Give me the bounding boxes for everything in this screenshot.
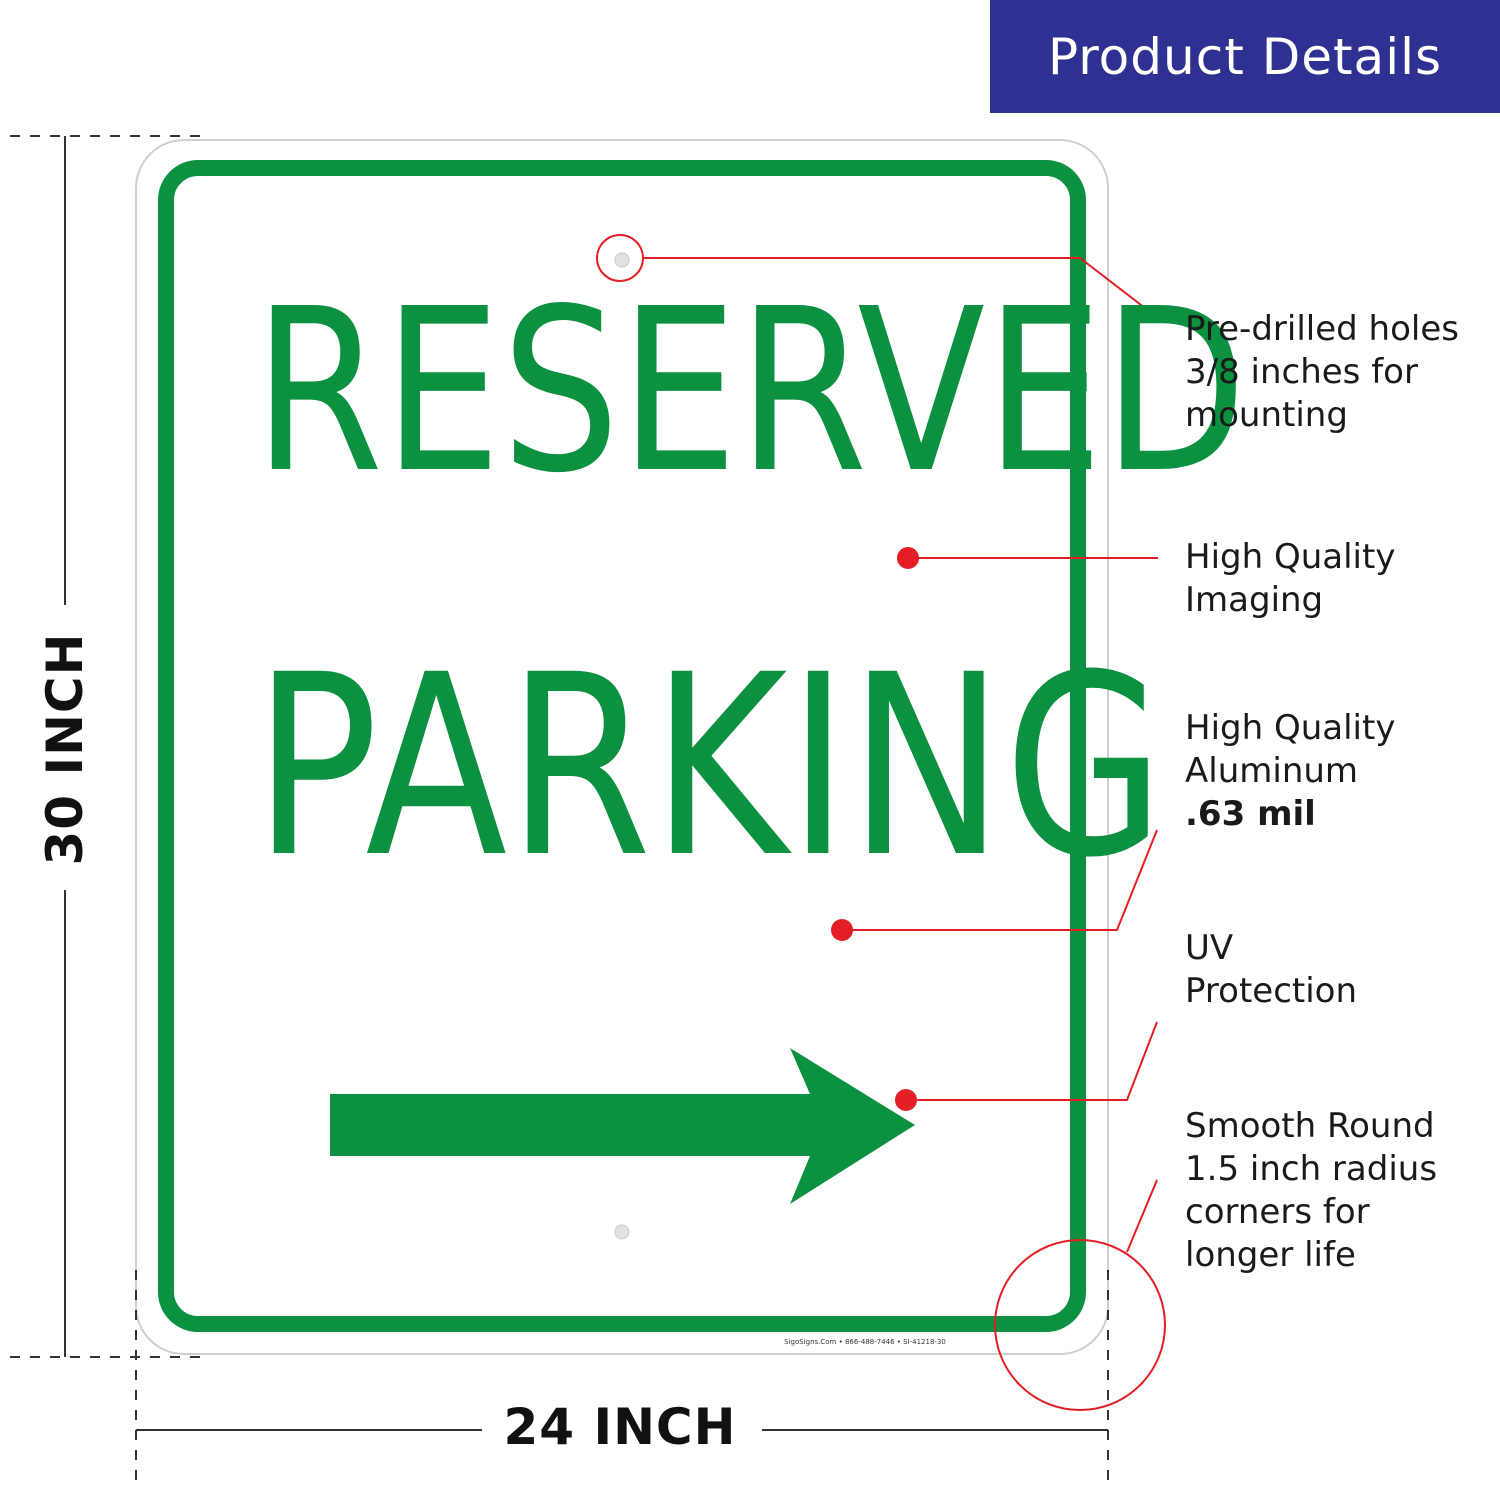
feature-line: mounting: [1185, 395, 1348, 435]
feature-line: Smooth Round: [1185, 1106, 1435, 1146]
feature-line: High Quality: [1185, 708, 1396, 748]
feature-line: corners for: [1185, 1192, 1370, 1232]
feature-line: Protection: [1185, 971, 1358, 1011]
feature-line: 3/8 inches for: [1185, 352, 1418, 392]
right-arrow-icon: [330, 1048, 915, 1204]
sign-line-reserved: RESERVED: [253, 261, 1247, 523]
sign-board: [135, 139, 1109, 1355]
feature-high-quality-imaging: High Quality Imaging: [1185, 536, 1500, 622]
feature-line: Pre-drilled holes: [1185, 309, 1459, 349]
bottom-mounting-hole: [614, 1224, 630, 1240]
feature-line: High Quality: [1185, 537, 1396, 577]
feature-line: 1.5 inch radius: [1185, 1149, 1438, 1189]
top-mounting-hole: [614, 252, 630, 268]
dimension-lines: [10, 135, 1109, 1490]
callout-dots: [831, 547, 919, 1111]
product-details-banner: Product Details: [990, 0, 1500, 113]
feature-rounded-corners: Smooth Round 1.5 inch radius corners for…: [1185, 1105, 1500, 1277]
feature-line: Aluminum: [1185, 751, 1359, 791]
sign-line-parking: PARKING: [253, 621, 1165, 912]
feature-line: Imaging: [1185, 580, 1324, 620]
feature-uv-protection: UV Protection: [1185, 927, 1500, 1013]
banner-title: Product Details: [1047, 27, 1443, 86]
feature-line: longer life: [1185, 1235, 1356, 1275]
feature-high-quality-aluminum: High Quality Aluminum .63 mil: [1185, 707, 1500, 836]
feature-thickness: .63 mil: [1185, 794, 1316, 834]
callout-lines: [596, 234, 1166, 1411]
sign-footer-text: SigoSigns.Com • 866-488-7446 • SI-41218-…: [784, 1338, 946, 1346]
height-dimension-label: 30 INCH: [36, 632, 94, 866]
width-dimension-label: 24 INCH: [503, 1398, 737, 1456]
feature-line: UV: [1185, 928, 1234, 968]
feature-pre-drilled-holes: Pre-drilled holes 3/8 inches for mountin…: [1185, 308, 1500, 437]
sign-border: [158, 160, 1086, 1332]
